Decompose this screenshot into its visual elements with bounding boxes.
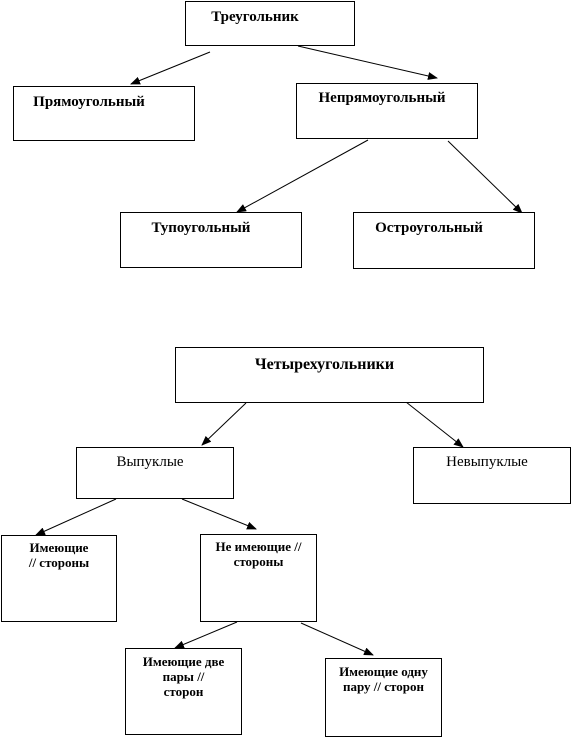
arrow-quads-to-nonconvex <box>405 401 464 448</box>
node-triangle: Треугольник <box>185 1 355 46</box>
node-obtuse-triangle-label: Тупоугольный <box>151 220 251 236</box>
arrow-triangle-to-nonright <box>297 45 438 80</box>
node-acute-triangle: Остроугольный <box>353 212 535 269</box>
node-convex-label: Выпуклые <box>116 454 184 470</box>
node-nonright-triangle: Непрямоугольный <box>296 83 478 139</box>
node-obtuse-triangle: Тупоугольный <box>120 212 302 268</box>
node-convex: Выпуклые <box>76 447 234 499</box>
arrow-quads-to-convex <box>201 402 247 446</box>
node-with-parallel-sides: Имеющие // стороны <box>1 535 117 622</box>
node-nonright-triangle-label: Непрямоугольный <box>318 90 446 106</box>
arrow-nonright-to-obtuse <box>236 139 369 213</box>
node-one-pair-parallel: Имеющие одну пару // сторон <box>325 658 442 737</box>
arrow-without-to-one-pair <box>300 622 374 656</box>
node-right-triangle-label: Прямоугольный <box>33 94 145 110</box>
node-nonconvex-label: Невыпуклые <box>446 454 528 470</box>
arrow-without-to-two-pairs <box>174 621 238 649</box>
arrow-nonright-to-acute <box>447 140 523 214</box>
node-two-pairs-parallel: Имеющие две пары // сторон <box>125 648 242 735</box>
node-triangle-label: Треугольник <box>211 9 299 25</box>
node-quadrilaterals-label: Четырехугольники <box>254 356 395 373</box>
node-right-triangle: Прямоугольный <box>13 86 195 141</box>
node-nonconvex: Невыпуклые <box>413 447 571 504</box>
node-quadrilaterals: Четырехугольники <box>175 347 484 403</box>
arrow-convex-to-with-parallel <box>35 498 117 536</box>
node-one-pair-parallel-label: Имеющие одну пару // сторон <box>339 664 428 694</box>
arrow-triangle-to-right <box>130 51 211 85</box>
arrow-convex-to-without-parallel <box>181 498 257 530</box>
node-acute-triangle-label: Остроугольный <box>375 220 483 236</box>
node-two-pairs-parallel-label: Имеющие две пары // сторон <box>142 654 225 699</box>
node-without-parallel-sides: Не имеющие // стороны <box>200 534 317 622</box>
node-without-parallel-sides-label: Не имеющие // стороны <box>215 539 302 569</box>
node-with-parallel-sides-label: Имеющие // стороны <box>28 540 90 570</box>
